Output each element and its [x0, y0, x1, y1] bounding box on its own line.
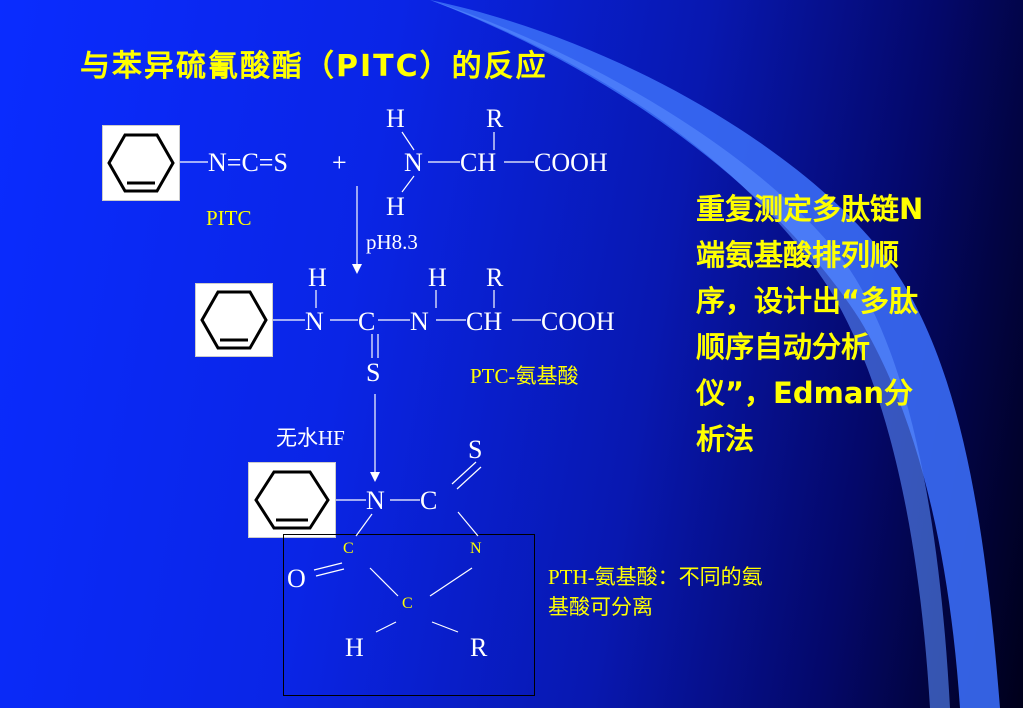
plus-sign: + — [332, 148, 347, 177]
atom-ch: CH — [466, 307, 503, 336]
benzene-ring-icon — [102, 125, 180, 201]
atom-s: S — [366, 358, 381, 387]
atom-n: N — [470, 540, 482, 557]
anhydrous-hf-label: 无水HF — [276, 426, 345, 450]
atom-c: C — [420, 486, 438, 515]
atom-h: H — [386, 104, 405, 133]
atom-c: C — [402, 595, 413, 612]
atom-h: H — [345, 633, 364, 662]
atom-o: O — [287, 564, 306, 593]
edman-note: 重复测定多肽链N端氨基酸排列顺序，设计出“多肽顺序自动分析仪”，Edman分析法 — [696, 192, 924, 456]
ph-condition-label: pH8.3 — [366, 230, 418, 254]
atom-s: S — [468, 435, 483, 464]
atom-n: N — [404, 148, 423, 177]
atom-n: N — [366, 486, 385, 515]
atom-h: H — [308, 263, 327, 292]
atom-n: N — [410, 307, 429, 336]
atom-r: R — [470, 633, 488, 662]
ptc-amino-acid-label: PTC-氨基酸 — [470, 364, 579, 388]
pth-amino-acid-label: PTH-氨基酸：不同的氨基酸可分离 — [548, 565, 763, 619]
benzene-ring-icon — [195, 283, 273, 357]
atom-c: C — [358, 307, 376, 336]
slide-title: 与苯异硫氰酸酯（PITC）的反应 — [80, 49, 548, 84]
atom-n: N — [305, 307, 324, 336]
atom-r: R — [486, 104, 504, 133]
atom-ch: CH — [460, 148, 497, 177]
pth-ring-box — [283, 534, 535, 696]
atom-h: H — [428, 263, 447, 292]
atom-r: R — [486, 263, 504, 292]
isothiocyanate-group: N=C=S — [208, 148, 288, 177]
carboxyl-group: COOH — [534, 148, 608, 177]
benzene-ring-icon — [248, 462, 336, 538]
pitc-label: PITC — [206, 206, 252, 230]
atom-h: H — [386, 192, 405, 221]
carboxyl-group: COOH — [541, 307, 615, 336]
atom-c: C — [343, 540, 354, 557]
